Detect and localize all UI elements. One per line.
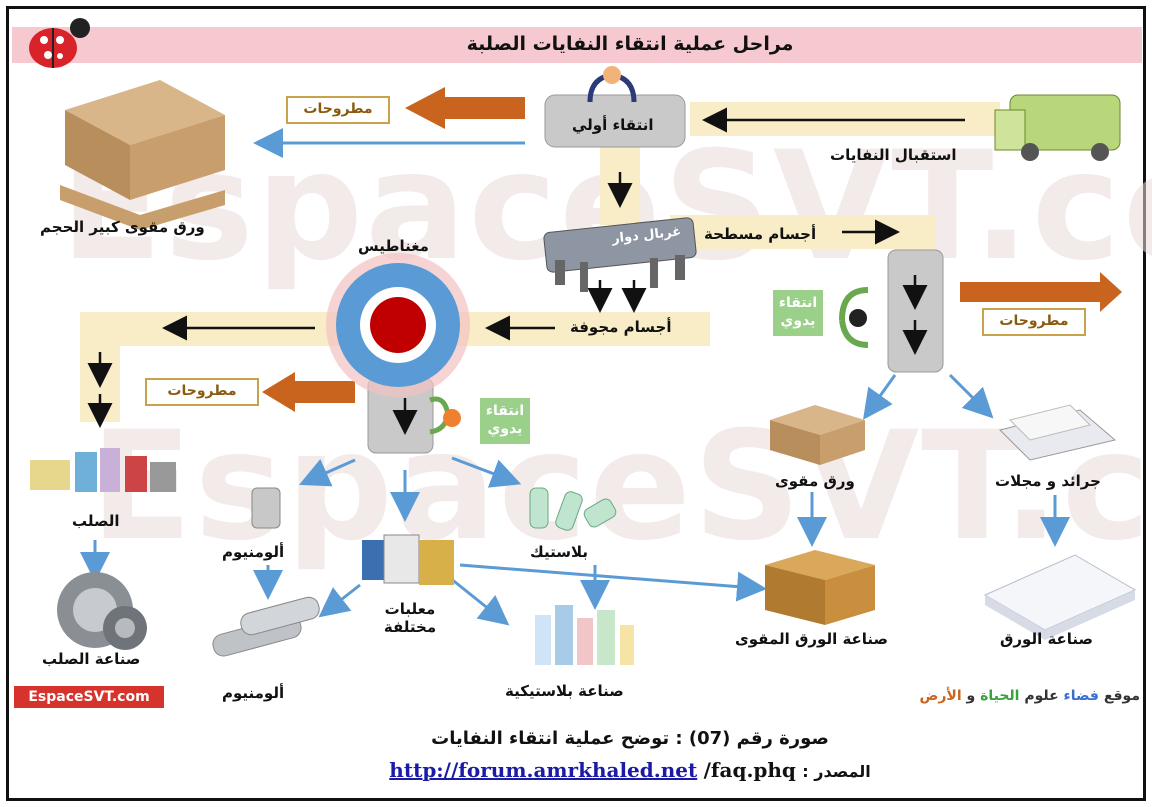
aluminium-can-icon xyxy=(251,487,281,529)
site-credit-prefix: موقع xyxy=(1103,688,1140,704)
plastic-label: بلاستيك xyxy=(530,543,588,561)
cardboard-label: ورق مقوى xyxy=(775,472,855,490)
source-path: /faq.phq xyxy=(703,758,796,782)
aluminium-label: ألومنيوم xyxy=(222,543,285,561)
ladybug-icon xyxy=(29,18,90,68)
site-credit-and: و xyxy=(966,688,976,704)
cardboard-boxes-icon xyxy=(60,80,225,230)
aluminium-2-label: ألومنيوم xyxy=(222,684,285,702)
source-line: المصدر : http://forum.amrkhaled.net /faq… xyxy=(250,758,1010,782)
newspapers-icon xyxy=(999,404,1117,461)
discarded-right-tag: مطروحات xyxy=(982,308,1086,336)
cans-icon xyxy=(30,448,176,492)
site-credit-earth: الأرض xyxy=(919,688,962,704)
site-credit-sciences: علوم xyxy=(1024,688,1059,704)
magnet-icon xyxy=(326,253,470,397)
site-credit-space: فضاء xyxy=(1063,688,1099,704)
site-credit-life: الحياة xyxy=(980,688,1020,704)
reception-label: استقبال النفايات xyxy=(830,146,957,164)
paper-stack-icon xyxy=(983,554,1137,640)
plastic-industry-icon xyxy=(535,605,634,665)
magnets-label: مغناطيس xyxy=(358,237,429,255)
mixed-cans-label: معلبات مختلفة xyxy=(383,600,437,636)
initial-sort-label: انتقاء أولي xyxy=(572,116,654,134)
manual-sort-left-tag: انتقاء يدوي xyxy=(480,398,530,444)
open-box-icon xyxy=(770,405,865,465)
steel-industry-label: صناعة الصلب xyxy=(42,650,141,668)
plastic-bottles-icon xyxy=(529,487,617,531)
manual-sort-right-tag: انتقاء يدوي xyxy=(773,290,823,336)
newspapers-label: جرائد و مجلات xyxy=(995,472,1101,490)
plastic-industry-label: صناعة بلاستيكية xyxy=(505,682,624,700)
discarded-top-tag: مطروحات xyxy=(286,96,390,124)
aluminium-rolls-icon xyxy=(212,596,320,657)
discarded-middle-tag: مطروحات xyxy=(145,378,259,406)
steel-label: الصلب xyxy=(72,512,120,530)
big-cardboard-label: ورق مقوى كبير الحجم xyxy=(40,218,205,236)
source-label: المصدر : xyxy=(802,762,871,781)
mixed-cans-icon xyxy=(362,534,454,585)
watermark-bottom: EspaceSVT.com xyxy=(90,400,1152,574)
cardboard-industry-label: صناعة الورق المقوى xyxy=(735,630,889,648)
truck-icon xyxy=(994,94,1121,161)
closed-box-icon xyxy=(765,550,875,625)
paper-industry-label: صناعة الورق xyxy=(1000,630,1094,648)
source-url-link[interactable]: http://forum.amrkhaled.net xyxy=(389,758,698,782)
flat-bodies-label: أجسام مسطحة xyxy=(704,225,817,243)
site-badge: EspaceSVT.com xyxy=(14,686,164,708)
sieve-icon xyxy=(543,217,697,292)
manual-sort-right-machine xyxy=(887,249,944,373)
title-bar xyxy=(12,27,1142,63)
hollow-bodies-label: أجسام مجوفة xyxy=(570,318,672,336)
figure-caption: صورة رقم (07) : توضح عملية انتقاء النفاي… xyxy=(431,728,829,749)
initial-sort-machine xyxy=(544,94,686,148)
site-credit: موقع فضاء علوم الحياة و الأرض xyxy=(870,688,1141,704)
page-title: مراحل عملية انتقاء النفايات الصلبة xyxy=(466,33,794,55)
gear-icon xyxy=(57,572,147,650)
